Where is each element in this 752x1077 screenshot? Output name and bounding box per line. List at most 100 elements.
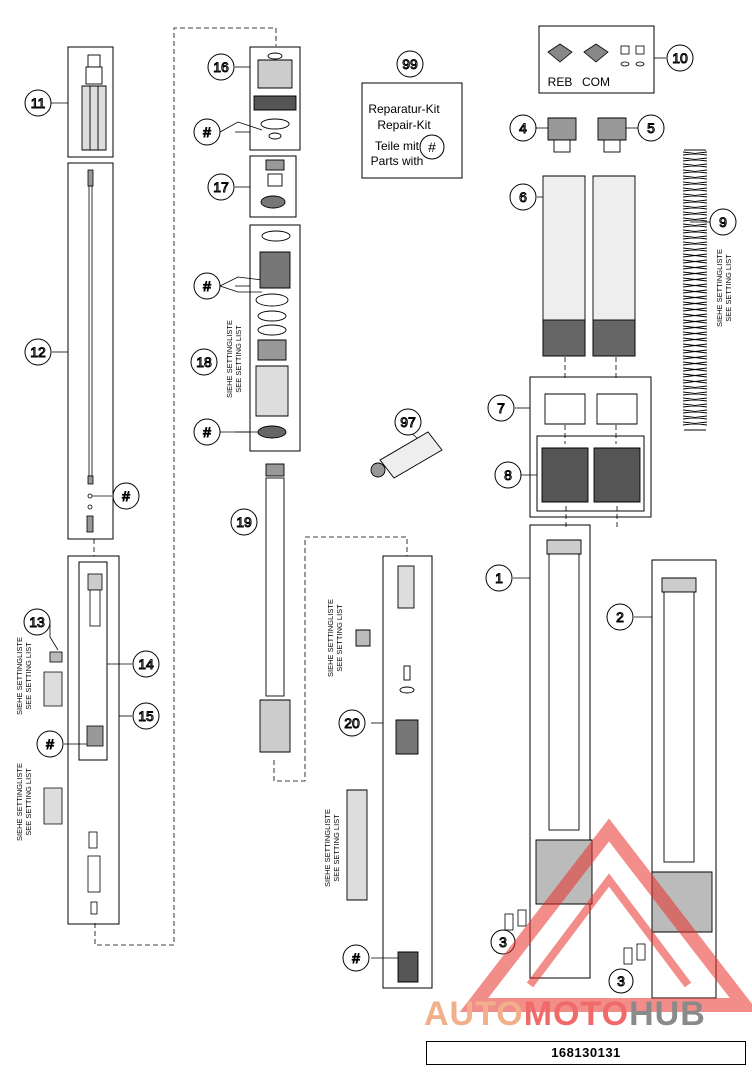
part-2-outer-tube-right	[651, 577, 713, 933]
part-16-adjuster-head	[253, 52, 297, 140]
svg-text:#: #	[203, 424, 211, 440]
svg-text:Reparatur-Kit: Reparatur-Kit	[368, 102, 440, 116]
svg-text:SIEHE SETTINGLISTE: SIEHE SETTINGLISTE	[225, 320, 234, 398]
drawing-number: 168130131	[426, 1041, 746, 1065]
svg-text:Parts with: Parts with	[371, 154, 424, 168]
callout-hash-rod: #	[112, 482, 140, 510]
setting-label-20-lower: SIEHE SETTINGLISTE SEE SETTING LIST	[323, 809, 341, 887]
callout-6: 6	[509, 183, 537, 211]
svg-text:8: 8	[504, 467, 512, 483]
part-11-top-cap-assembly	[81, 54, 107, 151]
part-18-piston-stack	[255, 230, 291, 439]
svg-text:13: 13	[29, 614, 45, 630]
svg-text:SIEHE SETTINGLISTE: SIEHE SETTINGLISTE	[15, 637, 24, 715]
callout-4: 4	[509, 114, 537, 142]
svg-text:#: #	[122, 488, 130, 504]
part-97-grease-tube	[370, 431, 443, 479]
svg-text:Teile mit: Teile mit	[375, 139, 420, 153]
svg-text:4: 4	[519, 120, 527, 136]
svg-text:SEE SETTING LIST: SEE SETTING LIST	[234, 325, 243, 393]
callout-hash-18b: #	[193, 418, 221, 446]
svg-text:11: 11	[31, 95, 46, 111]
setting-label-lower-left: SIEHE SETTINGLISTE SEE SETTING LIST	[15, 763, 33, 841]
callout-18: 18	[190, 348, 218, 376]
part-4-5-damper-heads	[547, 117, 627, 153]
svg-text:#: #	[352, 950, 360, 966]
svg-text:7: 7	[497, 400, 505, 416]
callout-17: 17	[207, 173, 235, 201]
setting-label-13: SIEHE SETTINGLISTE SEE SETTING LIST	[15, 637, 33, 715]
svg-text:SIEHE SETTINGLISTE: SIEHE SETTINGLISTE	[15, 763, 24, 841]
callout-5: 5	[637, 114, 665, 142]
part-19-damper-tube	[259, 463, 291, 753]
svg-text:99: 99	[402, 56, 418, 72]
callout-16: 16	[207, 53, 235, 81]
svg-text:#: #	[203, 278, 211, 294]
callout-15: 15	[132, 702, 160, 730]
svg-text:19: 19	[236, 514, 252, 530]
svg-text:2: 2	[616, 609, 624, 625]
dashed-connectors	[93, 27, 618, 946]
callout-hash-cartridge: #	[36, 730, 64, 758]
part-12-piston-rod	[86, 169, 94, 533]
callout-97: 97	[394, 408, 422, 436]
callout-13: 13	[23, 608, 51, 636]
callout-9: 9	[709, 208, 737, 236]
callout-hash-20: #	[342, 944, 370, 972]
part-9-spring	[682, 149, 708, 431]
svg-text:5: 5	[647, 120, 655, 136]
callout-14: 14	[132, 650, 160, 678]
part-10-adjuster-caps	[547, 43, 645, 67]
callout-3-right: 3	[608, 968, 634, 994]
svg-text:10: 10	[672, 50, 688, 66]
callouts: 11 12 # 13 14 15 # 16 # 17 # 18 # 19 20 …	[23, 44, 737, 994]
svg-text:SEE SETTING LIST: SEE SETTING LIST	[335, 604, 344, 672]
callout-1: 1	[485, 564, 513, 592]
svg-text:SIEHE SETTINGLISTE: SIEHE SETTINGLISTE	[715, 249, 724, 327]
svg-text:#: #	[428, 139, 436, 155]
svg-text:3: 3	[617, 973, 625, 989]
svg-text:17: 17	[213, 179, 229, 195]
watermark-text: AUTOMOTOHUB	[424, 995, 706, 1033]
part-1-outer-tube-left	[535, 539, 593, 905]
setting-label-18: SIEHE SETTINGLISTE SEE SETTING LIST	[225, 320, 243, 398]
callout-2: 2	[606, 603, 634, 631]
svg-text:1: 1	[495, 570, 503, 586]
callout-19: 19	[230, 508, 258, 536]
callout-10: 10	[666, 44, 694, 72]
callout-12: 12	[24, 338, 52, 366]
svg-text:SEE SETTING LIST: SEE SETTING LIST	[24, 642, 33, 710]
com-label: COM	[582, 75, 610, 89]
svg-text:15: 15	[138, 708, 154, 724]
callout-99: 99	[396, 50, 424, 78]
part-3-axle-bolts	[504, 909, 646, 965]
callout-hash-16: #	[193, 118, 221, 146]
svg-text:#: #	[203, 124, 211, 140]
svg-text:14: 14	[138, 656, 154, 672]
svg-text:#: #	[46, 736, 54, 752]
svg-text:18: 18	[196, 354, 212, 370]
callout-20: 20	[338, 709, 366, 737]
svg-text:20: 20	[344, 715, 360, 731]
reb-label: REB	[548, 75, 573, 89]
part-14-15-cartridge-stack	[43, 573, 104, 915]
svg-text:SIEHE SETTINGLISTE: SIEHE SETTINGLISTE	[323, 809, 332, 887]
svg-text:97: 97	[400, 414, 416, 430]
callout-7: 7	[487, 394, 515, 422]
part-6-dust-boots	[542, 175, 636, 357]
watermark-triangle	[459, 818, 752, 1012]
callout-hash-18a: #	[193, 272, 221, 300]
svg-text:9: 9	[719, 214, 727, 230]
svg-text:SEE SETTING LIST: SEE SETTING LIST	[332, 814, 341, 882]
setting-label-9: SIEHE SETTINGLISTE SEE SETTING LIST	[715, 249, 733, 327]
repair-kit-box: Reparatur-Kit Repair-Kit Teile mit Parts…	[368, 102, 445, 168]
part-20-base-valve	[346, 565, 419, 983]
callout-8: 8	[494, 461, 522, 489]
svg-text:SIEHE SETTINGLISTE: SIEHE SETTINGLISTE	[326, 599, 335, 677]
part-17-valve	[260, 159, 286, 209]
svg-text:6: 6	[519, 189, 527, 205]
callout-11: 11	[24, 89, 52, 117]
svg-text:12: 12	[30, 344, 46, 360]
svg-text:SEE SETTING LIST: SEE SETTING LIST	[724, 254, 733, 322]
